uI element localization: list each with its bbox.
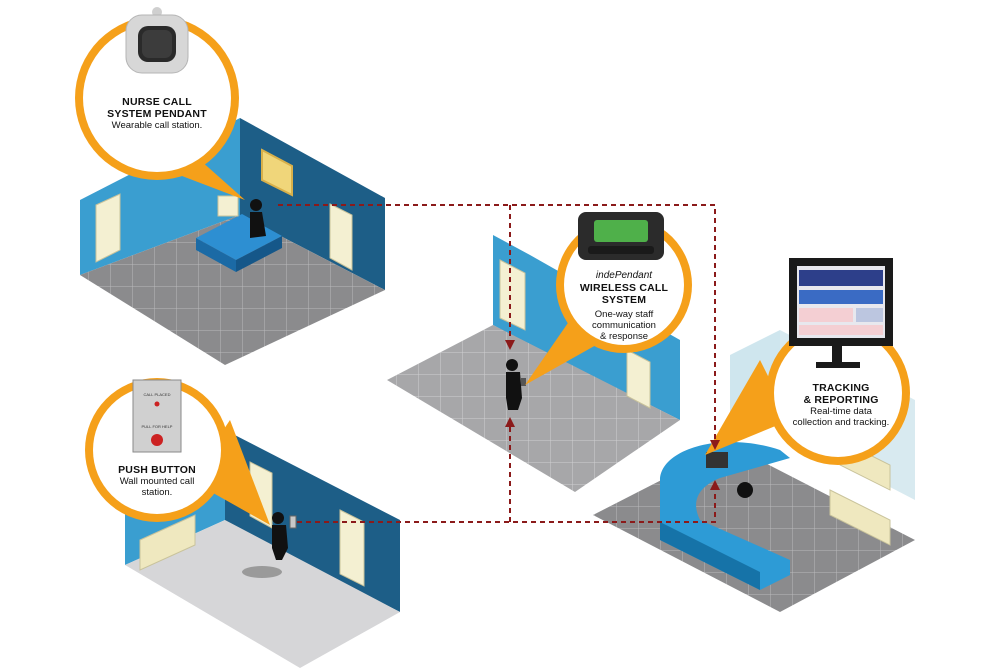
pendant-description: Wearable call station. [111,120,203,131]
handheld-pager [521,378,526,386]
patient-body [250,212,266,238]
wall-painting [261,148,293,197]
tracking-title-line2: & REPORTING [803,394,879,406]
bed-side [196,238,236,272]
wireless-door-right [626,349,651,409]
tracking-callout-inner [774,329,902,457]
wireless-desc-line2: communication [592,320,656,331]
wireless-desc-line1: One-way staff [594,309,654,320]
patient-head [250,199,262,211]
nurse-body [506,372,522,410]
station-cabinets-lower [829,489,891,546]
pager-device-icon [578,212,664,260]
patient-room-door-left [95,193,121,263]
push-button-desc-line1: Wall mounted call [119,476,195,487]
desk-monitor [706,452,728,468]
desk-chair [737,482,753,498]
push-button-device-icon: CALL PLACED PULL FOR HELP [132,379,182,453]
wireless-callout-text: indePendant WIRELESS CALL SYSTEM One-way… [574,270,674,342]
pendant-title-line2: SYSTEM PENDANT [107,108,207,120]
push-device-label-bottom: PULL FOR HELP [142,424,173,429]
connector-lines [278,204,720,523]
pendant-title-line1: NURSE CALL [122,96,192,108]
nightstand [217,195,239,217]
tracking-desc-line2: collection and tracking. [792,417,890,428]
push-button-title: PUSH BUTTON [118,464,196,476]
pendant-callout [75,7,245,200]
pendant-callout-text: NURSE CALL SYSTEM PENDANT Wearable call … [97,96,217,131]
staff-head [272,512,284,524]
nurse-head [506,359,518,371]
patient-room-floor [80,215,385,365]
cabinet [139,514,196,571]
wireless-title-line2: SYSTEM [601,294,647,306]
push-room-floor [125,520,400,668]
wireless-door-left [499,259,526,331]
reception-desk-front [660,522,760,590]
tracking-callout [705,258,910,465]
tracking-desc-line1: Real-time data [810,406,872,417]
wireless-brand: indePendant [595,270,653,281]
staff-shadow [242,566,282,578]
push-button-desc-line2: station. [141,487,173,498]
tracking-callout-text: TRACKING & REPORTING Real-time data coll… [783,382,899,428]
push-device-label-top: CALL PLACED [144,392,171,397]
wireless-room-floor [387,325,680,492]
wireless-desc-line3: & response [599,331,649,342]
push-callout-pointer [190,420,270,525]
push-button-callout-text: PUSH BUTTON Wall mounted call station. [105,464,209,498]
wireless-title-line1: WIRELESS CALL [579,282,669,294]
tracking-title-line1: TRACKING [812,382,870,394]
push-button-callout: CALL PLACED PULL FOR HELP [85,378,270,525]
pendant-callout-inner [83,24,231,172]
bed-end [236,236,282,272]
push-room-door-right [339,509,365,587]
connector-push-to-network [297,480,720,523]
staff-body [272,525,288,560]
monitor-icon [789,258,893,368]
pendant-device-icon [125,7,189,74]
wall-push-button [289,515,297,529]
connector-pendant-to-station [278,204,720,450]
wireless-callout [525,212,692,385]
patient-room-door-right [329,203,353,271]
